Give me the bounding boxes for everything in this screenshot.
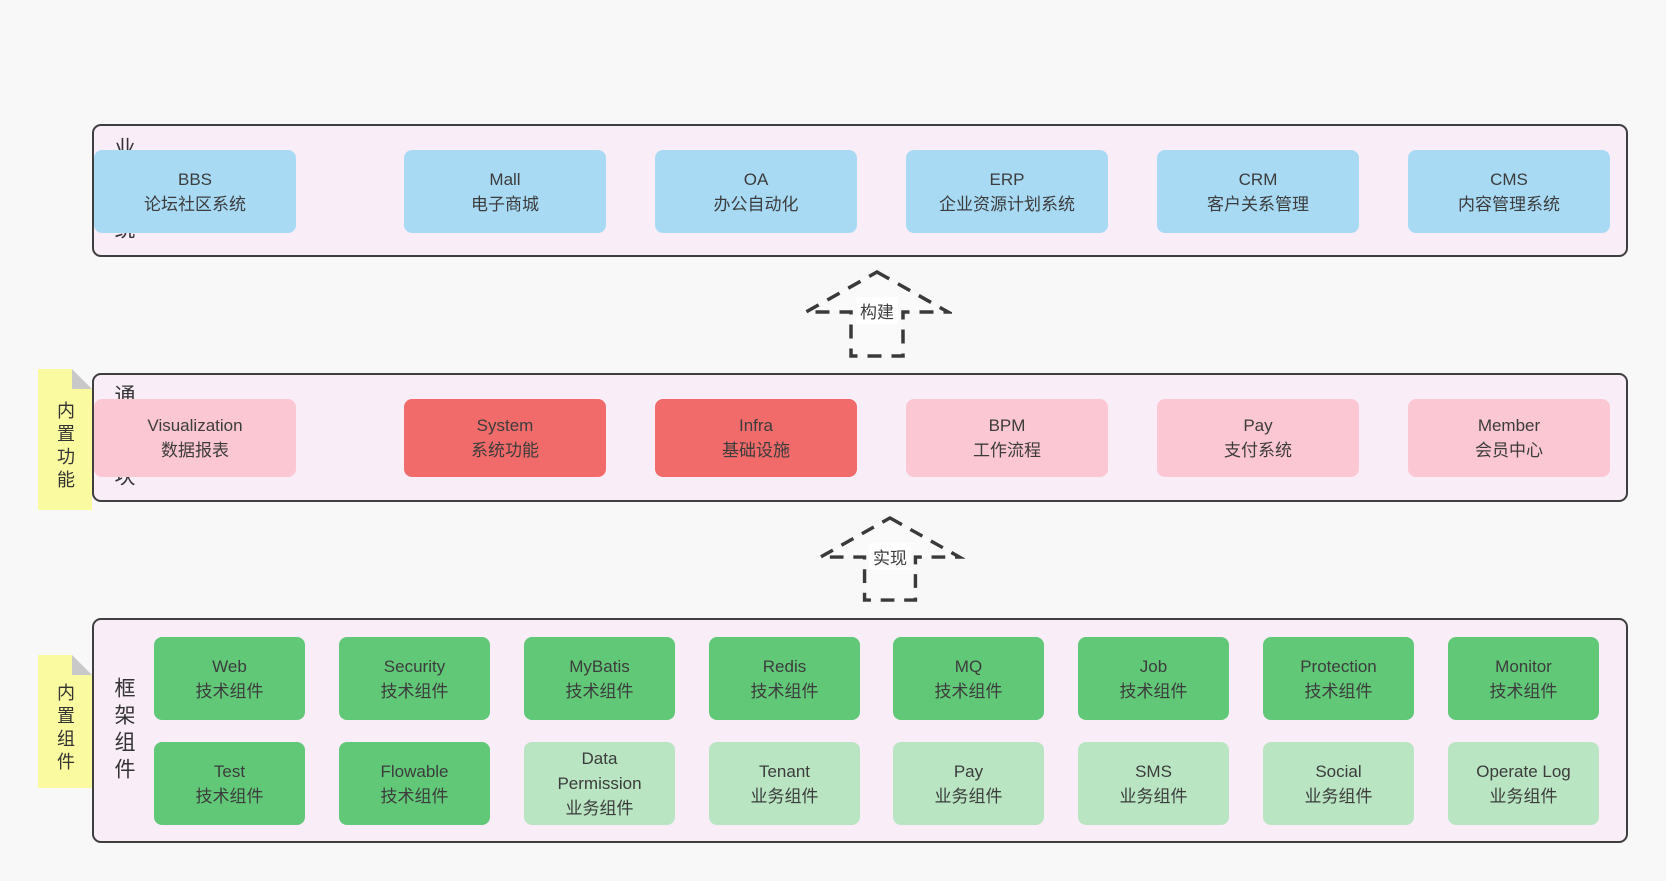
arrow-implement: 实现 (815, 514, 965, 604)
box-title: MQ (954, 656, 983, 676)
panel-business-systems: 业务系统 Mall 电子商城 OA 办公自动化 ERP 企业资源计划系统 CRM… (92, 124, 1628, 257)
box-operate-log: Operate Log 业务组件 (1448, 742, 1599, 825)
box-subtitle: 业务组件 (565, 799, 634, 818)
box-member: Member 会员中心 (1408, 399, 1610, 477)
box-title: Security (383, 656, 446, 676)
box-infra: Infra 基础设施 (655, 399, 857, 477)
sticky-note-label: 内置功能 (55, 400, 75, 493)
box-title: Member (1477, 416, 1541, 435)
box-subtitle: 内容管理系统 (1458, 194, 1560, 214)
box-subtitle: 技术组件 (1489, 681, 1558, 701)
box-title: Job (1139, 656, 1168, 676)
box-erp: ERP 企业资源计划系统 (906, 150, 1108, 233)
box-bpm: BPM 工作流程 (906, 399, 1108, 477)
box-title: Pay (1243, 416, 1273, 435)
box-title: Mall (489, 169, 521, 189)
box-subtitle: 工作流程 (973, 441, 1041, 460)
box-tenant: Tenant 业务组件 (709, 742, 860, 825)
box-title: Protection (1300, 656, 1377, 676)
box-cms: CMS 内容管理系统 (1408, 150, 1610, 233)
sticky-note-built-in-components: 内置组件 (38, 655, 92, 788)
box-subtitle: 企业资源计划系统 (939, 194, 1075, 214)
box-pay-component: Pay 业务组件 (893, 742, 1044, 825)
box-subtitle: 技术组件 (195, 786, 264, 806)
box-mybatis: MyBatis 技术组件 (524, 637, 675, 720)
box-social: Social 业务组件 (1263, 742, 1414, 825)
box-title: Data Permission (557, 749, 642, 793)
box-job: Job 技术组件 (1078, 637, 1229, 720)
panel-common-modules: 通用模块 System 系统功能 Infra 基础设施 BPM 工作流程 Pay… (92, 373, 1628, 502)
box-title: ERP (989, 169, 1025, 189)
box-security: Security 技术组件 (339, 637, 490, 720)
box-visualization: Visualization 数据报表 (94, 399, 296, 477)
box-flowable: Flowable 技术组件 (339, 742, 490, 825)
box-subtitle: 业务组件 (1489, 786, 1558, 806)
box-subtitle: 技术组件 (1119, 681, 1188, 701)
box-subtitle: 技术组件 (565, 681, 634, 701)
box-subtitle: 数据报表 (161, 441, 229, 460)
box-web: Web 技术组件 (154, 637, 305, 720)
box-title: Infra (738, 416, 774, 435)
box-mq: MQ 技术组件 (893, 637, 1044, 720)
box-title: Social (1315, 761, 1362, 781)
box-subtitle: 技术组件 (380, 681, 449, 701)
box-pay-module: Pay 支付系统 (1157, 399, 1359, 477)
box-subtitle: 论坛社区系统 (144, 194, 246, 214)
box-system: System 系统功能 (404, 399, 606, 477)
box-subtitle: 业务组件 (1119, 786, 1188, 806)
box-subtitle: 技术组件 (750, 681, 819, 701)
arrow-label-build: 构建 (856, 297, 898, 325)
box-title: System (476, 416, 534, 435)
box-monitor: Monitor 技术组件 (1448, 637, 1599, 720)
box-title: CRM (1238, 169, 1278, 189)
box-title: MyBatis (569, 656, 630, 676)
box-title: OA (743, 169, 769, 189)
box-data-permission: Data Permission 业务组件 (524, 742, 675, 825)
panel-framework-components: 框架组件 Web 技术组件 Security 技术组件 MyBatis 技术组件… (92, 618, 1628, 843)
box-subtitle: 业务组件 (750, 786, 819, 806)
box-title: Flowable (380, 761, 449, 781)
box-title: SMS (1135, 761, 1172, 781)
arrow-build: 构建 (802, 268, 952, 360)
box-sms: SMS 业务组件 (1078, 742, 1229, 825)
box-subtitle: 技术组件 (934, 681, 1003, 701)
box-title: BPM (988, 416, 1026, 435)
box-protection: Protection 技术组件 (1263, 637, 1414, 720)
box-subtitle: 系统功能 (471, 441, 539, 460)
arrow-label-implement: 实现 (869, 543, 911, 571)
box-test: Test 技术组件 (154, 742, 305, 825)
box-subtitle: 基础设施 (722, 441, 790, 460)
box-title: CMS (1490, 169, 1528, 189)
box-title: Monitor (1495, 656, 1552, 676)
box-subtitle: 技术组件 (380, 786, 449, 806)
box-mall: Mall 电子商城 (404, 150, 606, 233)
box-title: Operate Log (1476, 761, 1571, 781)
box-subtitle: 业务组件 (934, 786, 1003, 806)
sticky-note-label: 内置组件 (55, 682, 75, 775)
box-redis: Redis 技术组件 (709, 637, 860, 720)
box-subtitle: 办公自动化 (713, 194, 799, 214)
box-subtitle: 业务组件 (1304, 786, 1373, 806)
box-subtitle: 会员中心 (1475, 441, 1543, 460)
box-crm: CRM 客户关系管理 (1157, 150, 1359, 233)
box-subtitle: 支付系统 (1224, 441, 1292, 460)
box-title: Tenant (758, 761, 811, 781)
box-title: BBS (177, 169, 213, 189)
box-oa: OA 办公自动化 (655, 150, 857, 233)
box-title: Redis (762, 656, 807, 676)
box-title: Test (213, 761, 246, 781)
box-subtitle: 技术组件 (195, 681, 264, 701)
box-title: Pay (953, 761, 984, 781)
box-subtitle: 电子商城 (471, 194, 539, 214)
box-title: Web (212, 656, 247, 676)
panel-label-framework-components: 框架组件 (112, 676, 135, 785)
box-title: Visualization (147, 416, 243, 435)
box-subtitle: 客户关系管理 (1207, 194, 1309, 214)
box-subtitle: 技术组件 (1304, 681, 1373, 701)
box-bbs: BBS 论坛社区系统 (94, 150, 296, 233)
sticky-note-built-in-features: 内置功能 (38, 369, 92, 510)
